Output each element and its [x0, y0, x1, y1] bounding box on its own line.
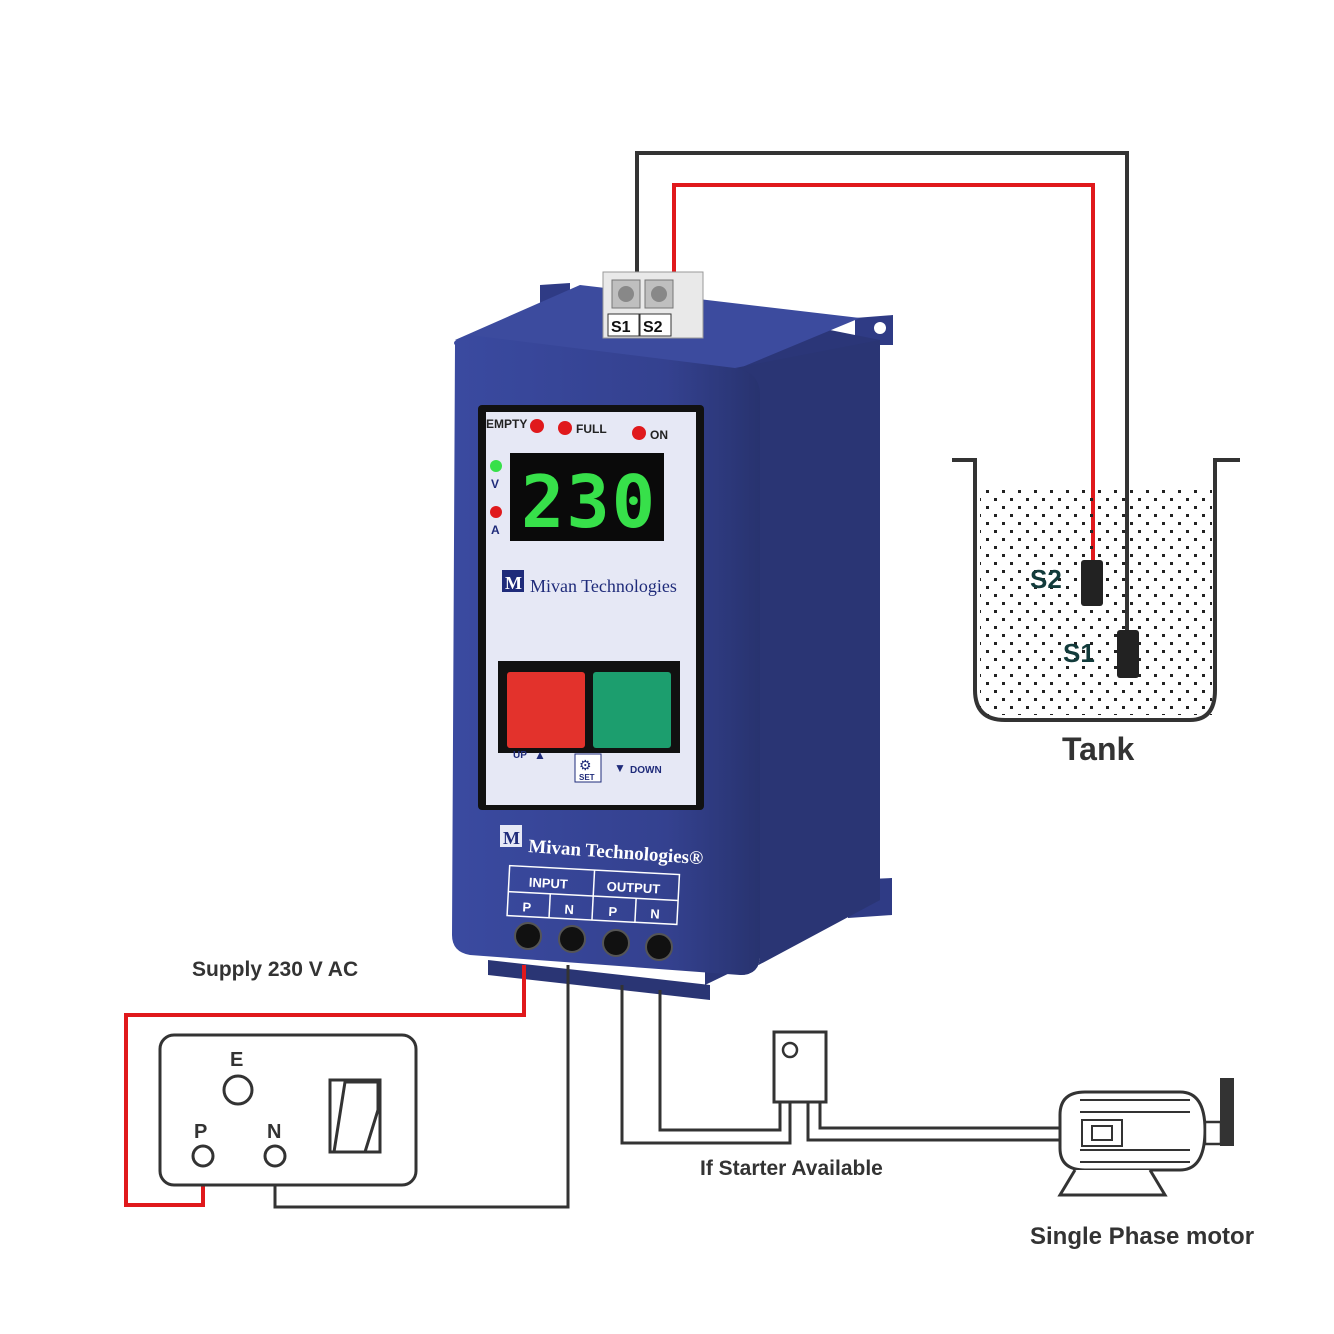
led-display [510, 453, 664, 541]
socket-n-label: N [267, 1121, 281, 1143]
faceplate-brand: Mivan Technologies [530, 576, 677, 596]
up-button[interactable] [507, 672, 585, 748]
indicator-empty-label: EMPTY [486, 417, 527, 431]
sensor-s2-probe [1081, 560, 1103, 606]
wire-output-n [658, 990, 782, 1132]
svg-text:M: M [503, 828, 520, 848]
terminal-input-p [514, 922, 542, 950]
indicator-full-led [558, 421, 572, 435]
sensor-s2-label: S2 [1030, 564, 1062, 594]
indicator-v-led [490, 460, 502, 472]
brand-logo-icon: M [502, 570, 524, 593]
socket-p-hole [191, 1144, 215, 1168]
socket-switch-icon [328, 1078, 382, 1154]
indicator-v-label: V [491, 477, 499, 491]
svg-text:M: M [505, 573, 522, 593]
starter-label: If Starter Available [700, 1157, 883, 1180]
controller-device: S1 S2 EMPTY FULL ON V A 230 M Mivan Tech… [452, 271, 893, 1000]
down-button[interactable] [593, 672, 671, 748]
socket-e-label: E [230, 1049, 243, 1071]
wire-starter-motor-2 [818, 1103, 1080, 1130]
indicator-empty-led [530, 419, 544, 433]
socket-e-hole [222, 1074, 254, 1106]
down-arrow-icon: ▼ [614, 761, 626, 775]
gear-icon: ⚙ [579, 759, 592, 774]
up-button-label: UP [513, 750, 527, 761]
down-button-label: DOWN [630, 765, 662, 776]
socket-n-hole [263, 1144, 287, 1168]
indicator-full-label: FULL [576, 422, 607, 436]
body-brand-logo-icon: M [500, 825, 522, 848]
indicator-on-label: ON [650, 428, 668, 442]
io-output-label: OUTPUT [606, 879, 660, 897]
tank-label: Tank [1062, 731, 1135, 767]
io-term-p2: P [608, 904, 618, 919]
sensor-s1-probe [1117, 630, 1139, 678]
indicator-a-label: A [491, 523, 500, 537]
terminal-s1-label: S1 [611, 319, 631, 336]
set-button-label: SET [579, 773, 595, 782]
socket-p-label: P [194, 1121, 207, 1143]
starter-button-icon [781, 1041, 799, 1059]
wire-s2-red [672, 183, 1095, 565]
io-term-p1: P [522, 899, 532, 914]
indicator-on-led [632, 426, 646, 440]
io-input-label: INPUT [528, 875, 568, 892]
wire-output-p [620, 985, 792, 1145]
wire-starter-motor-1 [806, 1103, 1080, 1142]
terminal-output-p [602, 929, 630, 957]
indicator-a-led [490, 506, 502, 518]
set-button[interactable] [574, 753, 602, 783]
tank: S2 S1 Tank [952, 458, 1240, 767]
wall-socket: E P N [158, 1033, 418, 1187]
wire-supply-red [124, 965, 526, 1207]
terminal-s2-label: S2 [643, 319, 663, 336]
io-term-n2: N [650, 906, 660, 921]
io-term-n1: N [564, 902, 574, 917]
display-value: 230 [521, 460, 657, 544]
terminal-input-n [558, 925, 586, 953]
sensor-s1-label: S1 [1063, 638, 1095, 668]
starter [772, 1030, 828, 1104]
wire-s1-black [635, 151, 1129, 635]
up-arrow-icon: ▲ [534, 748, 546, 762]
supply-label: Supply 230 V AC [192, 958, 358, 981]
io-label-panel: INPUT OUTPUT P N P N [506, 864, 681, 926]
terminal-output-n [645, 933, 673, 961]
motor-label: Single Phase motor [1030, 1223, 1254, 1250]
motor-icon [1057, 1078, 1234, 1197]
